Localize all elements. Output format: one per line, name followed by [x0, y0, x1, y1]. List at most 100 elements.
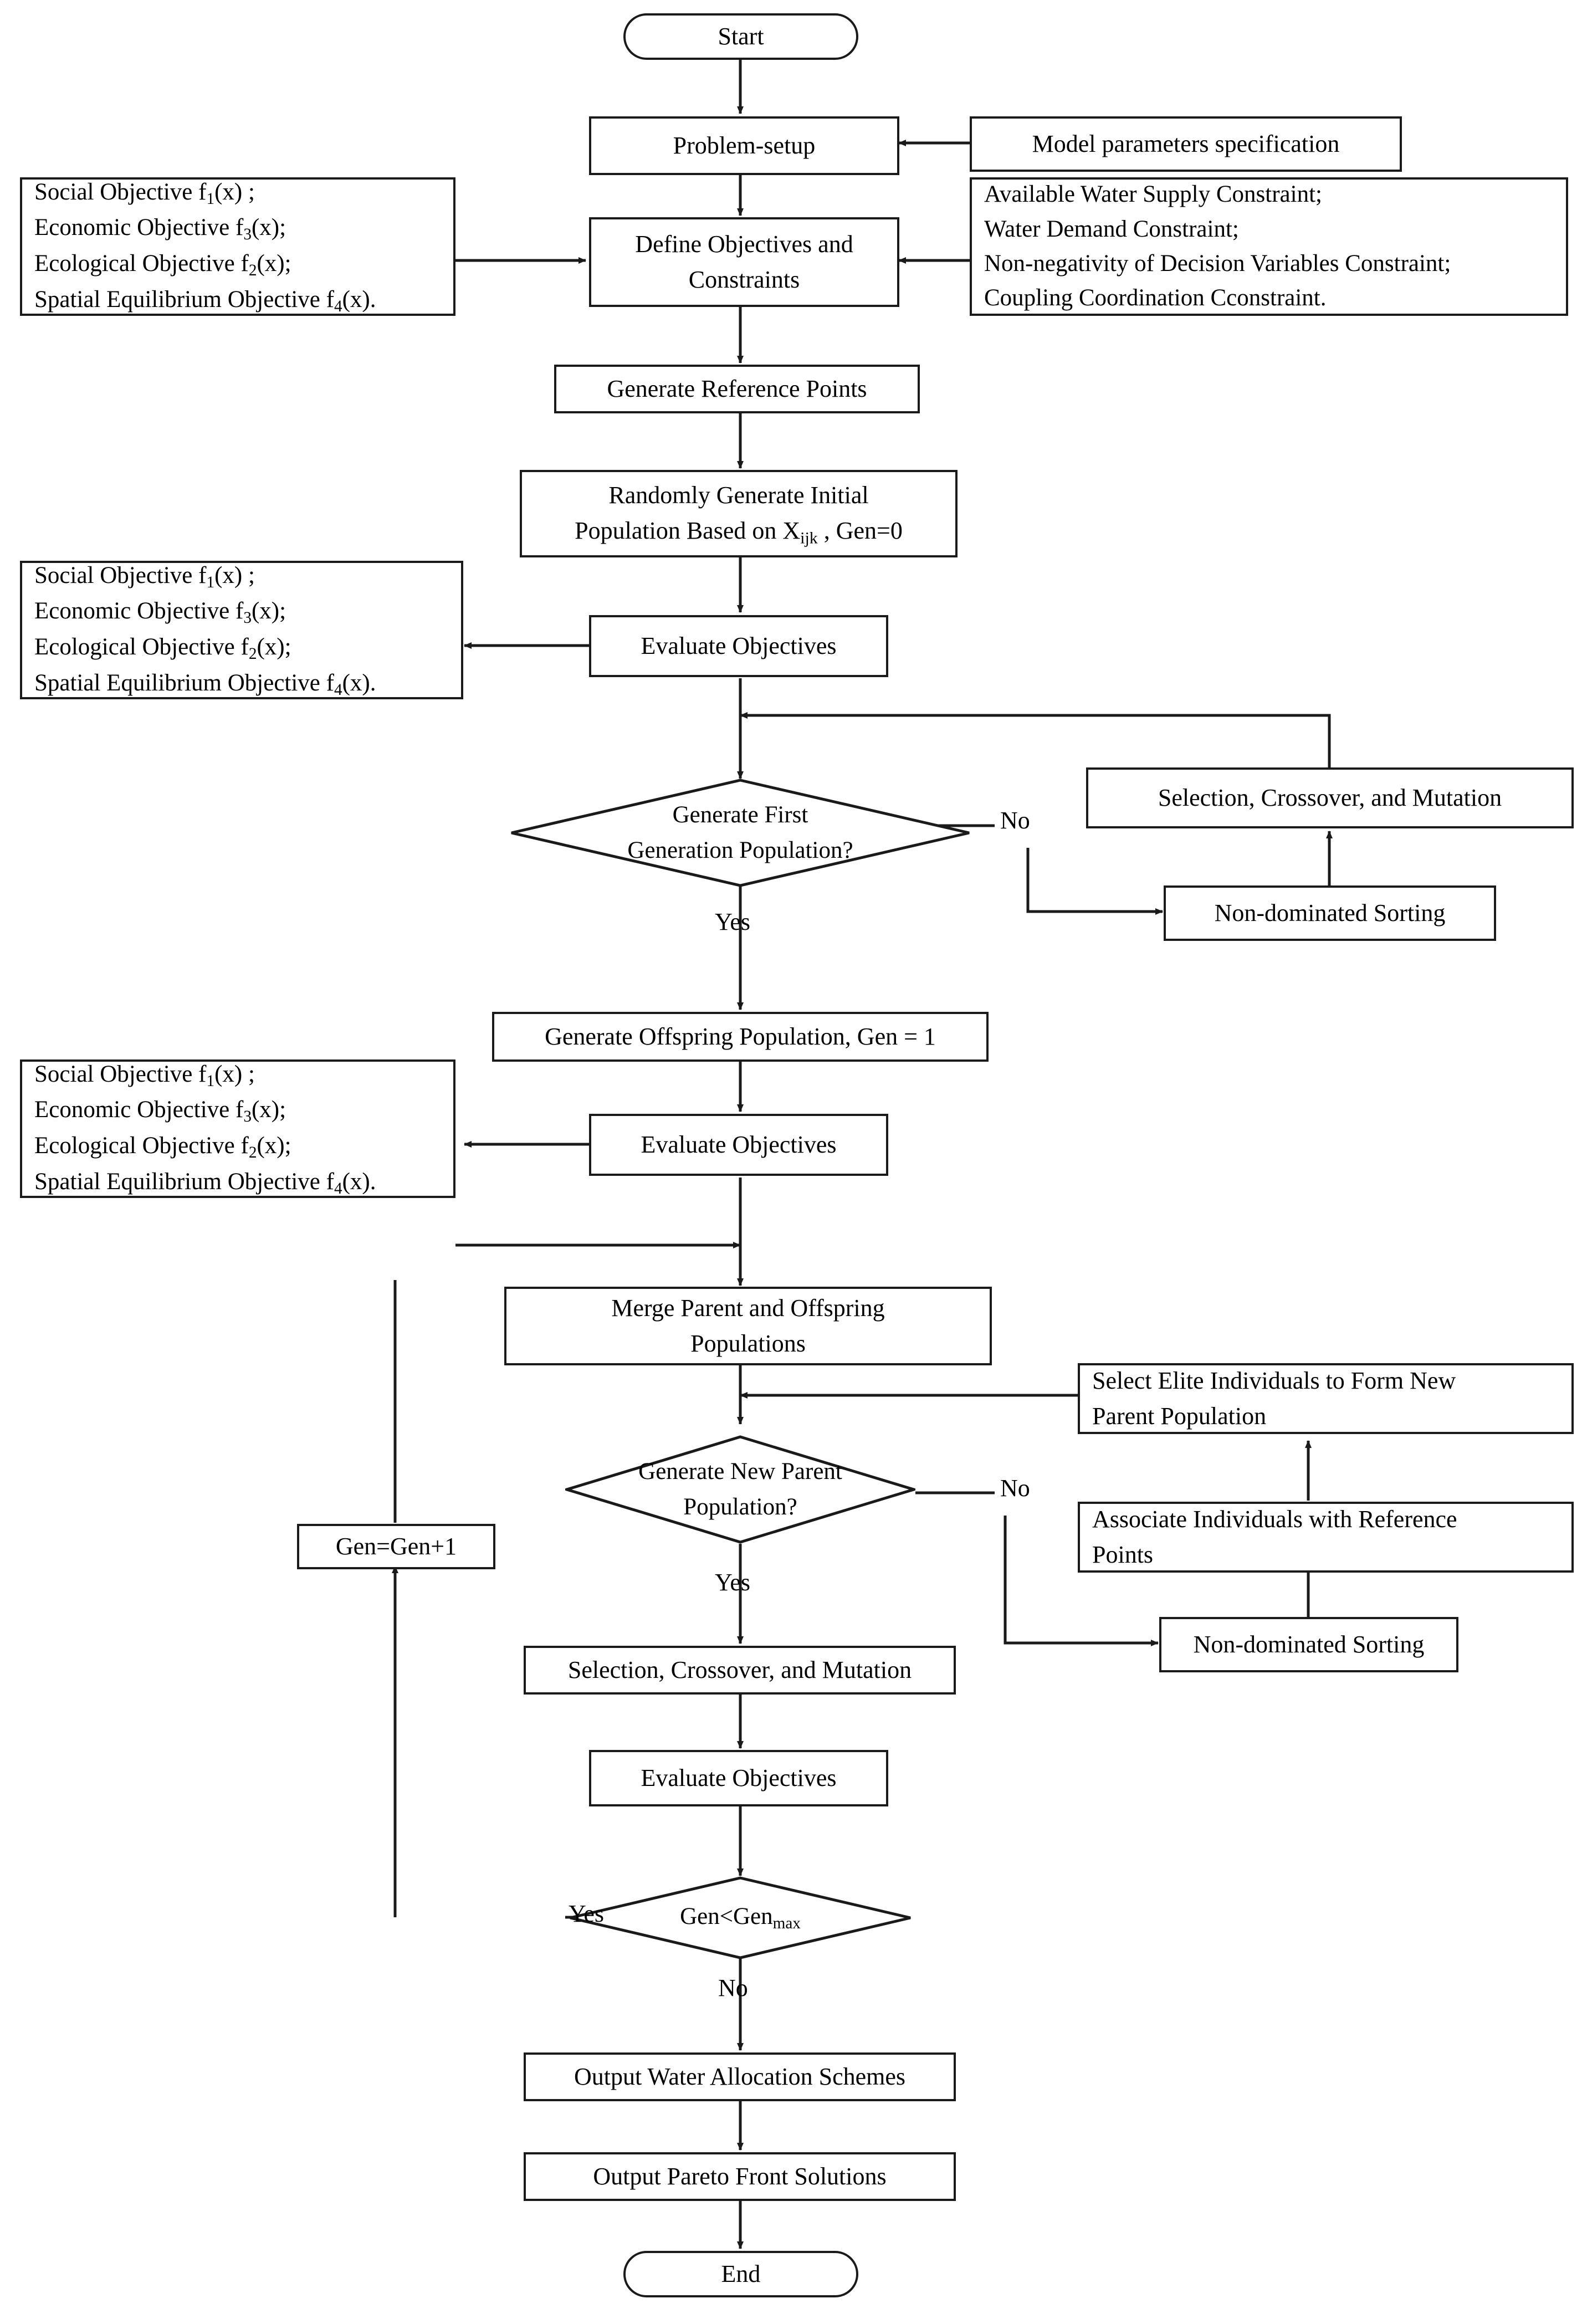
node-non-dominated-sorting-bottom[interactable]: Non-dominated Sorting	[1159, 1617, 1458, 1672]
decision-genmax-sub: max	[772, 1915, 801, 1933]
constraints-box-text: Available Water Supply Constraint; Water…	[972, 177, 1566, 315]
select-elite-line2: Parent Population	[1092, 1402, 1267, 1430]
obj2-line1-sub: 1	[206, 574, 215, 592]
obj2-line4-sub: 4	[334, 680, 342, 699]
rand-init-line2b: , Gen=0	[817, 516, 903, 544]
node-randomly-generate-initial-population[interactable]: Randomly Generate Initial Population Bas…	[520, 470, 958, 557]
node-generate-offspring-population[interactable]: Generate Offspring Population, Gen = 1	[492, 1012, 989, 1062]
node-gen-increment[interactable]: Gen=Gen+1	[297, 1524, 495, 1569]
obj-line3-sub: 2	[248, 262, 257, 280]
node-selection-crossover-mutation-bottom[interactable]: Selection, Crossover, and Mutation	[524, 1646, 956, 1695]
node-nds-top-label: Non-dominated Sorting	[1214, 899, 1446, 927]
node-problem-setup-label: Problem-setup	[673, 132, 816, 160]
edge-label-yes-genmax: Yes	[569, 1900, 604, 1928]
node-start-label: Start	[718, 23, 764, 50]
obj-line4-b: (x).	[342, 286, 376, 313]
edge-label-yes-new-parent-text: Yes	[715, 1569, 751, 1596]
node-define-objectives-and-constraints[interactable]: Define Objectives and Constraints	[589, 217, 899, 307]
node-generate-reference-points[interactable]: Generate Reference Points	[554, 365, 920, 413]
merge-line1: Merge Parent and Offspring	[611, 1294, 885, 1322]
associate-line2: Points	[1092, 1541, 1154, 1568]
obj3-line4-b: (x).	[342, 1168, 376, 1195]
decision-new-parent-text: Generate New Parent Population?	[638, 1454, 842, 1526]
node-randomly-generate-text: Randomly Generate Initial Population Bas…	[522, 478, 955, 550]
node-output-water-allocation-schemes[interactable]: Output Water Allocation Schemes	[524, 2052, 956, 2101]
node-start[interactable]: Start	[623, 13, 858, 60]
obj2-line2-b: (x);	[251, 598, 286, 624]
obj3-line1-b: (x) ;	[214, 1061, 255, 1087]
obj-line2-b: (x);	[251, 214, 286, 241]
rand-init-sub: ijk	[800, 528, 818, 547]
node-selection-crossover-mutation-top[interactable]: Selection, Crossover, and Mutation	[1086, 767, 1574, 828]
decision-genmax-text: Gen<Genmax	[680, 1899, 801, 1936]
edge-label-yes-new-parent: Yes	[715, 1568, 750, 1596]
edge-label-no-genmax: No	[718, 1974, 748, 2002]
node-evaluate-objectives-1-label: Evaluate Objectives	[641, 632, 837, 660]
node-associate-text: Associate Individuals with Reference Poi…	[1080, 1502, 1571, 1573]
obj2-line1-b: (x) ;	[214, 562, 255, 588]
objectives-box-bottom[interactable]: Social Objective f1(x) ; Economic Object…	[20, 1059, 455, 1198]
node-merge-text: Merge Parent and Offspring Populations	[506, 1291, 990, 1361]
objectives-box-middle[interactable]: Social Objective f1(x) ; Economic Object…	[20, 561, 463, 699]
decision-first-gen-line1: Generate First	[672, 801, 808, 828]
obj3-line3-b: (x);	[257, 1133, 291, 1159]
decision-generate-new-parent-population[interactable]: Generate New Parent Population?	[565, 1435, 915, 1544]
node-evaluate-objectives-1[interactable]: Evaluate Objectives	[589, 615, 888, 677]
edge-label-no-genmax-text: No	[718, 1974, 748, 2001]
objectives-box-top[interactable]: Social Objective f1(x) ; Economic Object…	[20, 177, 455, 316]
decision-genmax-prefix: Gen<Gen	[680, 1903, 773, 1930]
objectives-box-bottom-text: Social Objective f1(x) ; Economic Object…	[22, 1057, 453, 1200]
constraint-line3: Non-negativity of Decision Variables Con…	[984, 250, 1451, 277]
node-end-label: End	[721, 2260, 761, 2288]
obj-line1-sub: 1	[206, 190, 215, 208]
decision-first-gen-line2: Generation Population?	[627, 837, 853, 863]
node-scm-bottom-label: Selection, Crossover, and Mutation	[567, 1656, 912, 1684]
obj3-line1-a: Social Objective f	[34, 1061, 207, 1087]
edge-label-no-new-parent: No	[1000, 1474, 1030, 1502]
node-select-elite-text: Select Elite Individuals to Form New Par…	[1080, 1363, 1571, 1434]
obj3-line4-sub: 4	[334, 1179, 342, 1197]
constraints-box[interactable]: Available Water Supply Constraint; Water…	[970, 177, 1568, 316]
node-end[interactable]: End	[623, 2251, 858, 2297]
obj3-line1-sub: 1	[206, 1072, 215, 1091]
node-gen-increment-label: Gen=Gen+1	[335, 1533, 457, 1560]
obj-line2-sub: 3	[243, 226, 252, 244]
decision-first-gen-text: Generate First Generation Population?	[627, 797, 853, 869]
objectives-box-top-text: Social Objective f1(x) ; Economic Object…	[22, 175, 453, 318]
constraint-line2: Water Demand Constraint;	[984, 216, 1239, 242]
node-problem-setup[interactable]: Problem-setup	[589, 116, 899, 175]
node-output-schemes-label: Output Water Allocation Schemes	[574, 2063, 906, 2091]
rand-init-line1: Randomly Generate Initial	[608, 481, 869, 509]
decision-gen-less-than-genmax[interactable]: Gen<Genmax	[569, 1876, 912, 1959]
node-model-parameters-specification[interactable]: Model parameters specification	[970, 116, 1402, 172]
constraint-line1: Available Water Supply Constraint;	[984, 181, 1322, 208]
node-model-parameters-label: Model parameters specification	[1032, 130, 1340, 158]
obj3-line2-sub: 3	[243, 1108, 252, 1126]
obj-line4-sub: 4	[334, 297, 342, 315]
node-associate-individuals-with-reference-points[interactable]: Associate Individuals with Reference Poi…	[1078, 1502, 1574, 1573]
node-evaluate-objectives-3[interactable]: Evaluate Objectives	[589, 1750, 888, 1806]
node-merge-parent-and-offspring-populations[interactable]: Merge Parent and Offspring Populations	[504, 1287, 992, 1365]
node-non-dominated-sorting-top[interactable]: Non-dominated Sorting	[1164, 885, 1496, 941]
obj3-line2-a: Economic Objective f	[34, 1097, 244, 1123]
decision-generate-first-generation-population[interactable]: Generate First Generation Population?	[510, 779, 971, 887]
node-select-elite-individuals[interactable]: Select Elite Individuals to Form New Par…	[1078, 1363, 1574, 1434]
merge-line2: Populations	[690, 1330, 806, 1357]
node-output-pareto-label: Output Pareto Front Solutions	[593, 2163, 887, 2190]
decision-new-parent-line2: Population?	[683, 1494, 797, 1520]
obj3-line2-b: (x);	[251, 1097, 286, 1123]
obj3-line3-a: Ecological Objective f	[34, 1133, 249, 1159]
obj2-line3-sub: 2	[248, 645, 257, 663]
obj-line1-b: (x) ;	[214, 178, 255, 205]
obj3-line4-a: Spatial Equilibrium Objective f	[34, 1168, 334, 1195]
node-generate-offspring-label: Generate Offspring Population, Gen = 1	[545, 1023, 936, 1051]
obj2-line4-b: (x).	[342, 669, 376, 696]
rand-init-line2a: Population Based on X	[575, 516, 801, 544]
edge-label-no-new-parent-text: No	[1000, 1475, 1030, 1502]
edge-label-no-first-generation: No	[1000, 806, 1030, 835]
node-evaluate-objectives-2[interactable]: Evaluate Objectives	[589, 1114, 888, 1176]
node-output-pareto-front-solutions[interactable]: Output Pareto Front Solutions	[524, 2152, 956, 2201]
edge-label-yes-genmax-text: Yes	[569, 1900, 605, 1927]
obj2-line1-a: Social Objective f	[34, 562, 207, 588]
